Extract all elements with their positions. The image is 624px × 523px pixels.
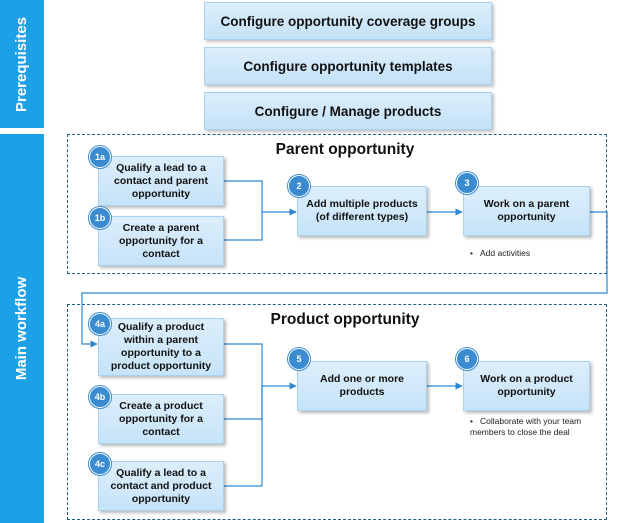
step-1a-box: Qualify a lead to a contact and parent o…	[98, 156, 224, 206]
parent-note: • Add activities	[470, 248, 590, 259]
step-2-box: Add multiple products (of different type…	[297, 186, 427, 236]
step-6-label: Work on a product opportunity	[480, 373, 573, 398]
connector-1b-to-2	[224, 212, 263, 241]
bullet-icon: •	[470, 416, 473, 426]
step-1b-box: Create a parent opportunity for a contac…	[98, 216, 224, 266]
parent-note-text: Add activities	[480, 248, 531, 258]
step-5-box: Add one or more products	[297, 361, 427, 411]
main-workflow-sidebar: Main workflow	[0, 134, 44, 523]
step-5-badge: 5	[288, 348, 310, 370]
connector-4a-to-5	[224, 343, 263, 386]
parent-opportunity-panel	[67, 134, 607, 274]
step-1a-badge: 1a	[89, 146, 111, 168]
step-4c-badge: 4c	[89, 453, 111, 475]
step-2-badge: 2	[288, 175, 310, 197]
step-2-label: Add multiple products (of different type…	[306, 198, 418, 223]
connector-3-to-4a	[81, 211, 608, 348]
product-opportunity-title: Product opportunity	[270, 311, 420, 328]
step-4a-box: Qualify a product within a parent opport…	[98, 318, 224, 376]
step-4b-label: Create a product opportunity for a conta…	[119, 399, 203, 438]
bullet-icon: •	[470, 248, 473, 258]
step-3-box: Work on a parent opportunity	[463, 186, 590, 236]
connector-4c-to-5	[224, 386, 263, 487]
step-4a-badge: 4a	[89, 313, 111, 335]
step-1a-label: Qualify a lead to a contact and parent o…	[114, 161, 208, 200]
prereq-coverage-groups: Configure opportunity coverage groups	[204, 2, 492, 40]
step-4c-label: Qualify a lead to a contact and product …	[110, 466, 212, 505]
connector-1a-to-2	[224, 180, 263, 212]
parent-opportunity-title: Parent opportunity	[275, 141, 415, 158]
step-4b-box: Create a product opportunity for a conta…	[98, 394, 224, 444]
connector-4b-to-5	[224, 386, 263, 420]
step-6-box: Work on a product opportunity	[463, 361, 590, 411]
step-6-badge: 6	[456, 348, 478, 370]
product-note: •Collaborate with your team members to c…	[470, 416, 588, 438]
step-3-badge: 3	[456, 172, 478, 194]
step-4a-label: Qualify a product within a parent opport…	[110, 321, 212, 372]
step-1b-badge: 1b	[89, 207, 111, 229]
step-3-label: Work on a parent opportunity	[483, 198, 570, 223]
prereq-manage-products: Configure / Manage products	[204, 92, 492, 130]
product-opportunity-panel	[67, 304, 607, 520]
prereq-opportunity-templates: Configure opportunity templates	[204, 47, 492, 85]
step-4c-box: Qualify a lead to a contact and product …	[98, 461, 224, 511]
step-1b-label: Create a parent opportunity for a contac…	[119, 221, 203, 260]
step-5-label: Add one or more products	[319, 373, 404, 398]
prerequisites-sidebar: Prerequisites	[0, 0, 44, 128]
step-4b-badge: 4b	[89, 386, 111, 408]
product-note-text: Collaborate with your team members to cl…	[470, 416, 582, 437]
